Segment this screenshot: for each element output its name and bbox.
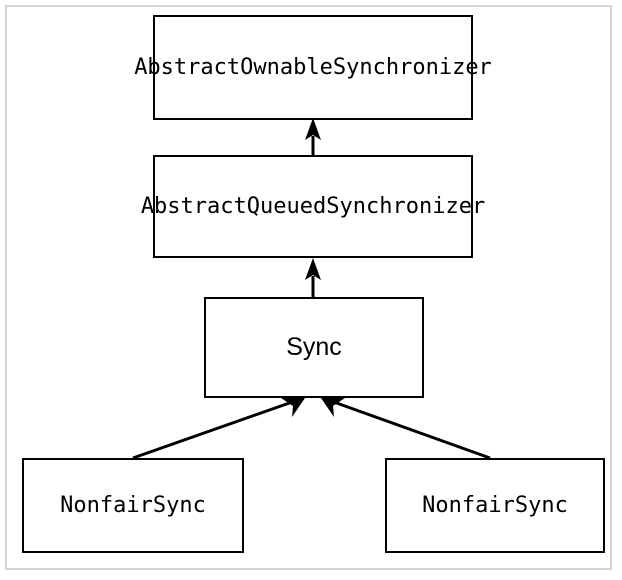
class-node-abstract-queued-synchronizer[interactable]: AbstractQueuedSynchronizer: [141, 155, 485, 258]
class-node-label: AbstractQueuedSynchronizer: [140, 194, 486, 219]
class-node-nonfair-sync-left[interactable]: NonfairSync: [22, 458, 244, 553]
class-node-sync[interactable]: Sync: [204, 297, 424, 398]
class-node-abstract-ownable-synchronizer[interactable]: AbstractOwnableSynchronizer: [134, 15, 492, 120]
edge-nfs-left-to-sync: [132, 398, 305, 460]
class-node-label: NonfairSync: [422, 493, 568, 518]
edge-aqs-to-aos: [305, 118, 321, 155]
edge-sync-to-aqs: [305, 258, 321, 297]
class-node-label: Sync: [286, 333, 342, 361]
class-node-nonfair-sync-right[interactable]: NonfairSync: [385, 458, 605, 553]
edge-nfs-right-to-sync: [321, 398, 491, 460]
class-node-label: NonfairSync: [60, 493, 206, 518]
class-node-label: AbstractOwnableSynchronizer: [134, 55, 492, 80]
